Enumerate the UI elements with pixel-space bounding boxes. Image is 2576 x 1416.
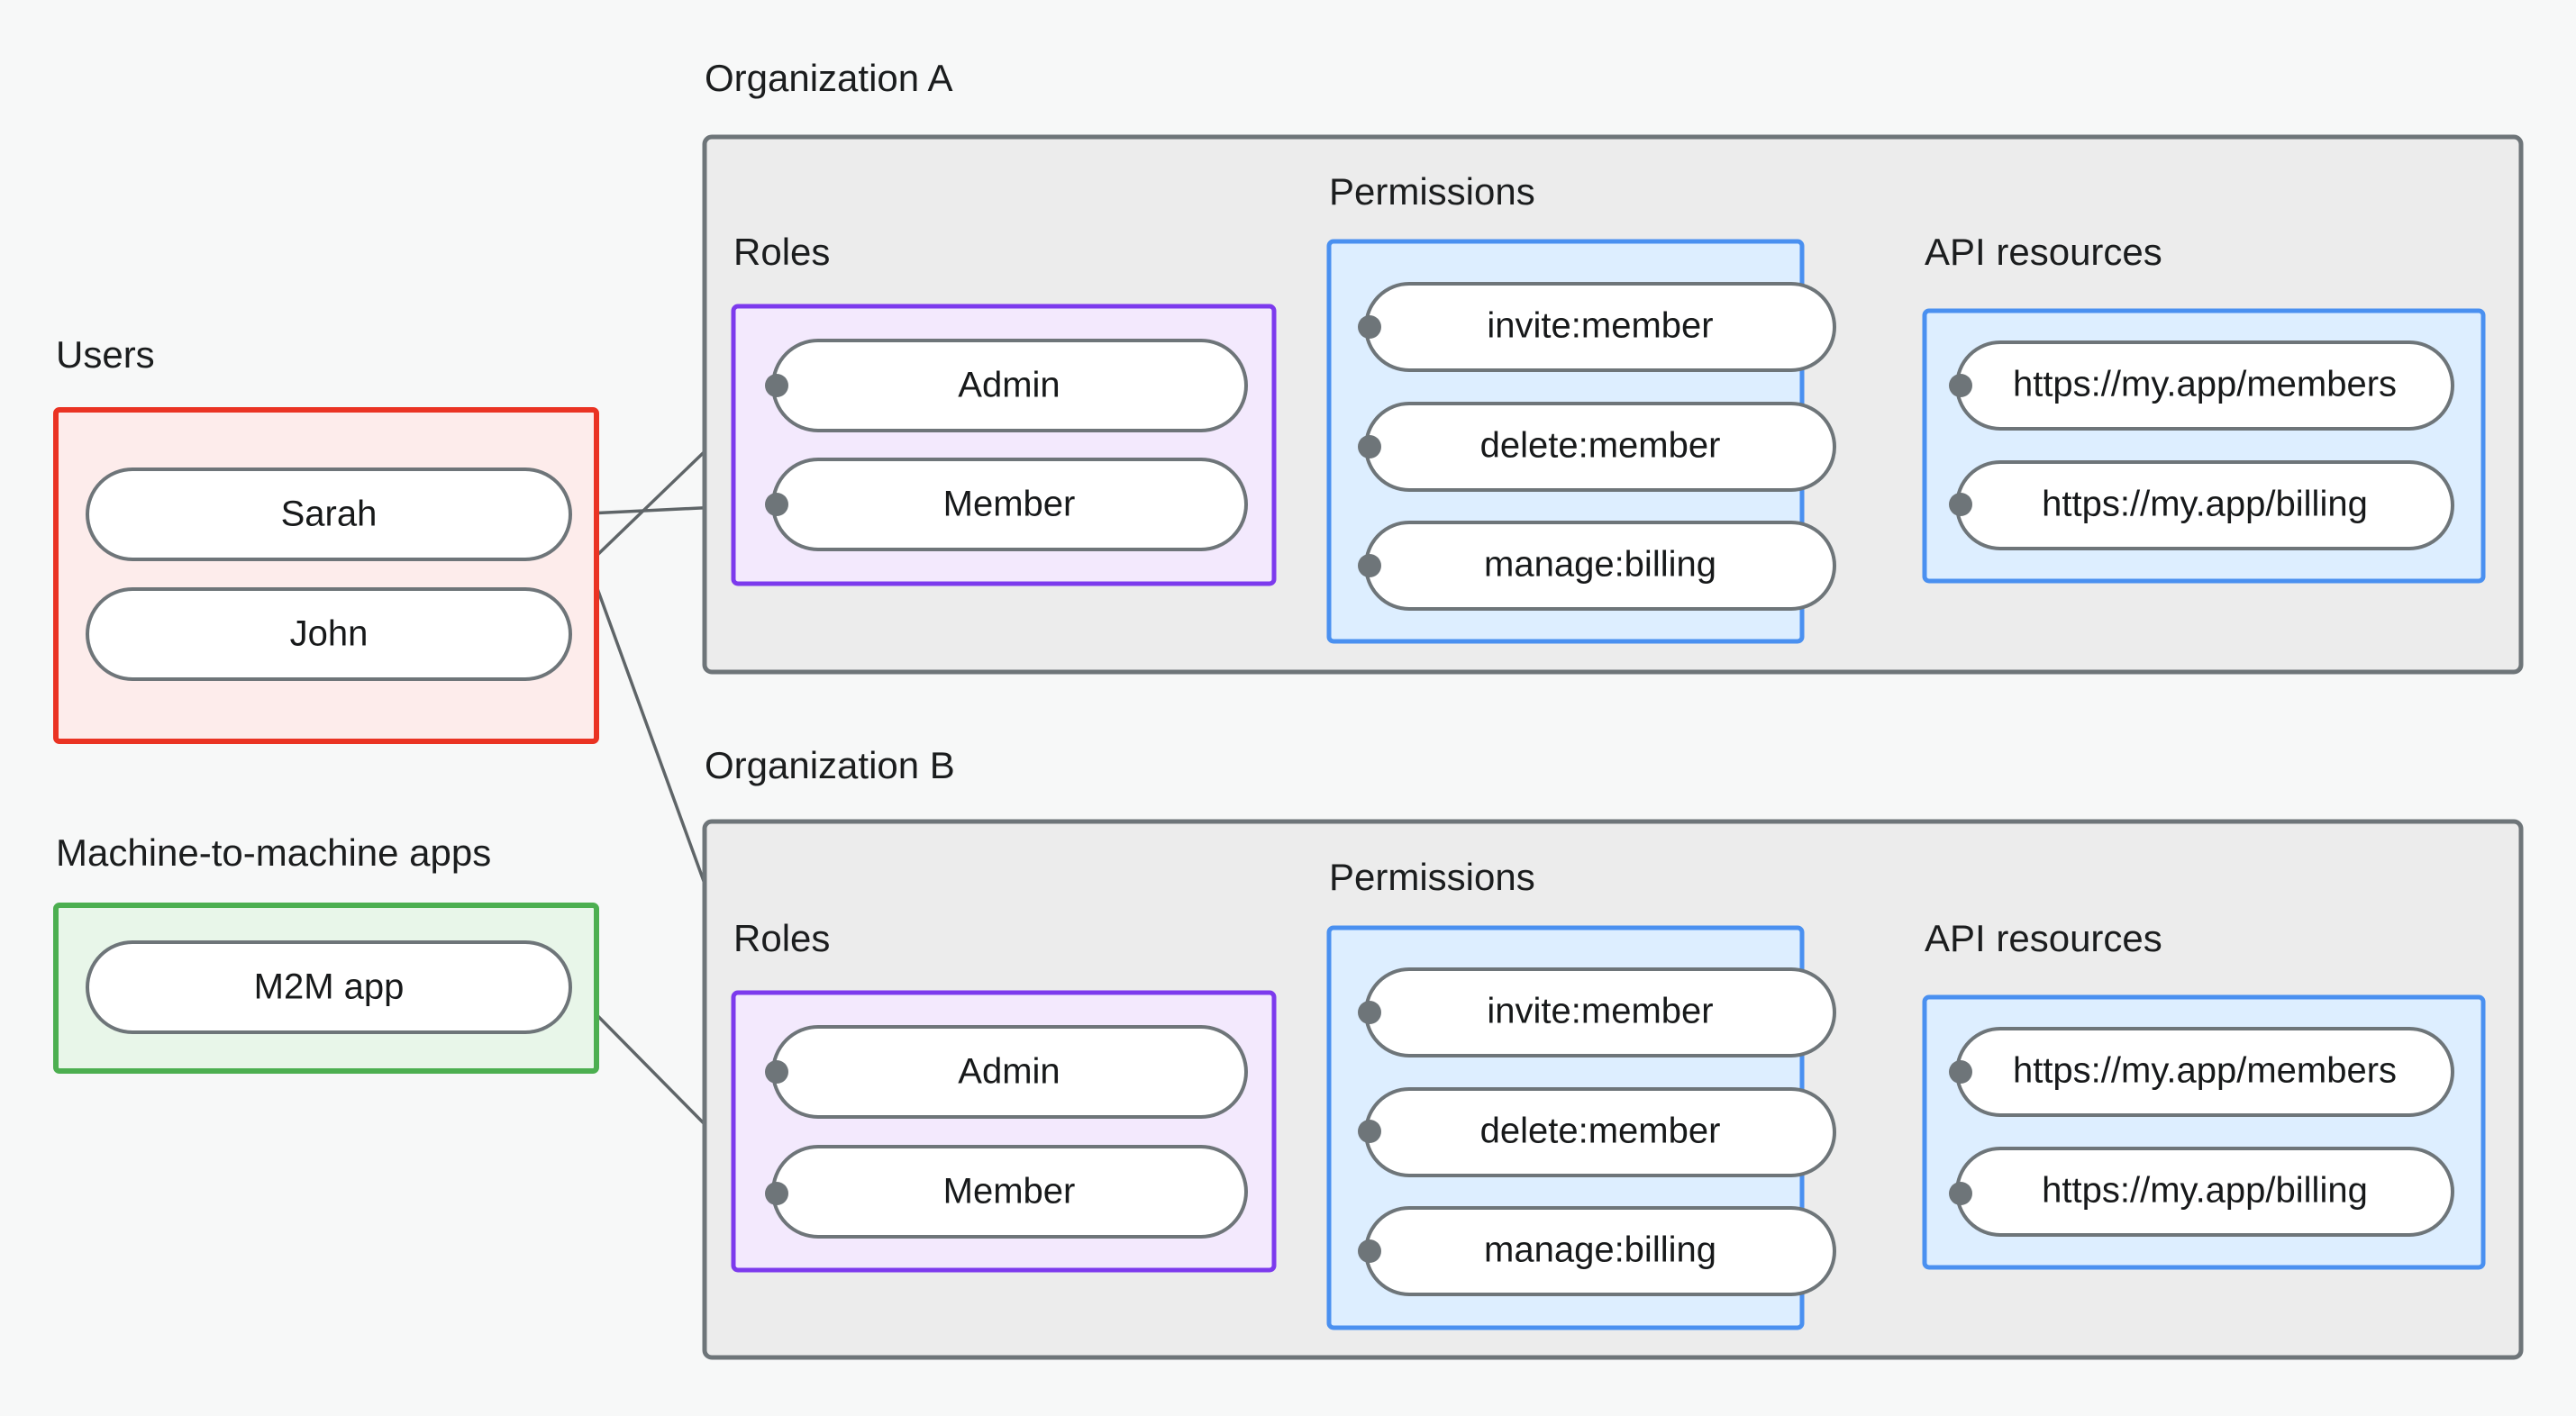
- org-a-permission-label-invite-member: invite:member: [1487, 306, 1713, 346]
- users-title: Users: [56, 333, 155, 376]
- org-a-api-title: API resources: [1925, 231, 2162, 273]
- org-a-permissions-title: Permissions: [1329, 170, 1535, 213]
- endpoint-dot-orgB-admin-in: [765, 1060, 788, 1084]
- org-b-permissions-title: Permissions: [1329, 856, 1535, 898]
- org-b-roles-title: Roles: [733, 917, 830, 959]
- org-b-permission-label-invite-member: invite:member: [1487, 992, 1713, 1031]
- endpoint-dot-orgB-billing-in: [1358, 1239, 1381, 1263]
- org-a-permission-label-delete-member: delete:member: [1480, 426, 1721, 466]
- m2m-pill-app[interactable]: [86, 940, 572, 1034]
- user-pill-john[interactable]: [86, 587, 572, 681]
- org-b-api-title: API resources: [1925, 917, 2162, 959]
- org-a-api-label-billing: https://my.app/billing: [2042, 485, 2368, 524]
- m2m-title: Machine-to-machine apps: [56, 831, 491, 874]
- endpoint-dot-orgB-api-members-in: [1949, 1060, 1972, 1084]
- org-b-api-label-billing: https://my.app/billing: [2042, 1171, 2368, 1211]
- org-a-title: Organization A: [705, 57, 953, 99]
- users-group: [53, 407, 599, 744]
- endpoint-dot-orgA-api-billing-in: [1949, 493, 1972, 516]
- endpoint-dot-orgA-api-members-in: [1949, 374, 1972, 397]
- user-label-sarah: Sarah: [281, 495, 378, 534]
- org-a-role-label-member: Member: [943, 485, 1076, 524]
- m2m-label-app: M2M app: [254, 967, 405, 1007]
- endpoint-dot-orgB-delete-in: [1358, 1120, 1381, 1143]
- org-b-title: Organization B: [705, 744, 955, 786]
- endpoint-dot-orgB-invite-in: [1358, 1001, 1381, 1024]
- user-pill-sarah[interactable]: [86, 467, 572, 561]
- endpoint-dot-orgA-delete-in: [1358, 435, 1381, 458]
- endpoint-dot-orgA-invite-in: [1358, 315, 1381, 339]
- endpoint-dot-orgA-member-in: [765, 493, 788, 516]
- org-a-permission-label-manage-billing: manage:billing: [1484, 545, 1716, 585]
- org-b-role-label-admin: Admin: [958, 1052, 1060, 1092]
- org-b-permission-label-manage-billing: manage:billing: [1484, 1230, 1716, 1270]
- edge-endpoint-dots: [765, 315, 1972, 1263]
- org-b-role-label-member: Member: [943, 1172, 1076, 1212]
- org-a-role-label-admin: Admin: [958, 366, 1060, 405]
- endpoint-dot-orgA-admin-in: [765, 374, 788, 397]
- endpoint-dot-orgB-api-billing-in: [1949, 1182, 1972, 1205]
- endpoint-dot-orgB-member-in: [765, 1182, 788, 1205]
- org-b-permission-label-delete-member: delete:member: [1480, 1112, 1721, 1151]
- org-a-api-label-members: https://my.app/members: [2013, 365, 2397, 404]
- endpoint-dot-orgA-billing-in: [1358, 554, 1381, 577]
- org-b-api-label-members: https://my.app/members: [2013, 1051, 2397, 1091]
- user-label-john: John: [290, 614, 369, 654]
- org-a-roles-title: Roles: [733, 231, 830, 273]
